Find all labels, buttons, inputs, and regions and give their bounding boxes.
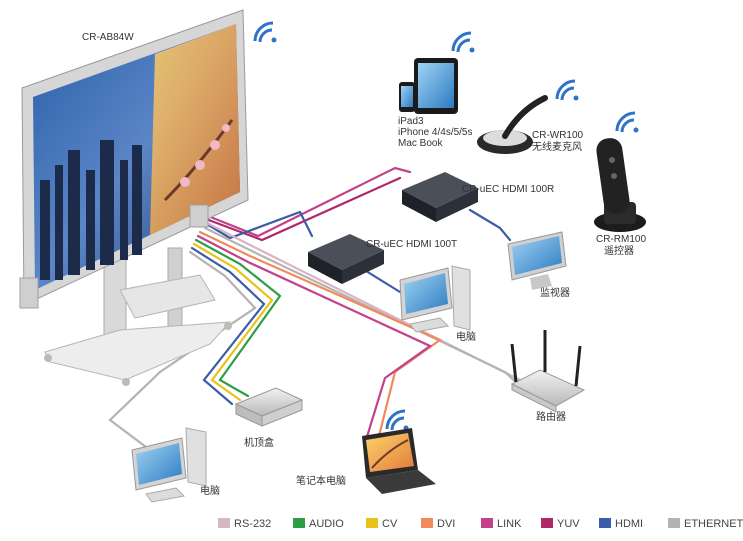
cable-dvi-laptop <box>198 230 443 442</box>
legend-label: AUDIO <box>309 518 344 530</box>
hdmi-receiver: CR-uEC HDMI 100R <box>402 172 554 222</box>
interactive-display: CR-AB84W <box>19 9 249 386</box>
pc-bottom: 电脑 <box>131 427 220 503</box>
cable-hdmi-transmitter <box>198 210 314 240</box>
legend-label: RS-232 <box>234 518 271 530</box>
skyline-image <box>40 140 142 280</box>
legend-item: AUDIO <box>293 518 344 530</box>
ipad-label-2: iPhone 4/4s/5/5s <box>398 127 473 138</box>
legend: RS-232 AUDIO CV DVI LINK YUV HDMI ETHERNET <box>218 518 743 530</box>
legend-item: RS-232 <box>218 518 271 530</box>
remote-control: CR-RM100 遥控器 <box>594 138 646 257</box>
laptop-device: 笔记本电脑 <box>296 428 436 494</box>
legend-swatch <box>541 518 553 528</box>
ipad-device: iPad3 iPhone 4/4s/5/5s Mac Book <box>398 58 473 149</box>
legend-label: HDMI <box>615 518 643 530</box>
remote-name-label: 遥控器 <box>604 244 634 257</box>
cable-link-receiver <box>196 166 412 238</box>
ipad-label-1: iPad3 <box>398 116 424 127</box>
legend-label: LINK <box>497 518 522 530</box>
legend-swatch <box>421 518 433 528</box>
receiver-label: CR-uEC HDMI 100R <box>462 184 554 195</box>
pc-middle-label: 电脑 <box>456 330 476 343</box>
cable-hdmi-monitor <box>468 208 512 242</box>
legend-item: ETHERNET <box>668 518 743 530</box>
wifi-icon <box>615 111 639 133</box>
cable-audio-settop <box>194 238 282 398</box>
router-device: 路由器 <box>510 330 586 423</box>
legend-swatch <box>293 518 305 528</box>
display-model-label: CR-AB84W <box>82 32 134 43</box>
cable-yuv-receiver <box>196 176 402 242</box>
laptop-label: 笔记本电脑 <box>296 474 346 487</box>
legend-label: DVI <box>437 518 455 530</box>
wifi-icon <box>253 21 277 43</box>
cable-hdmi-settop <box>190 246 266 406</box>
transmitter-label: CR-uEC HDMI 100T <box>366 239 457 250</box>
pc-bottom-label: 电脑 <box>200 484 220 497</box>
monitor-device: 监视器 <box>507 231 570 299</box>
legend-swatch <box>218 518 230 528</box>
wifi-icon <box>385 409 409 431</box>
legend-label: YUV <box>557 518 580 530</box>
settop-label: 机顶盒 <box>244 436 274 449</box>
legend-item: LINK <box>481 518 522 530</box>
cable-link-laptop <box>196 234 433 442</box>
mic-name-label: 无线麦克风 <box>532 140 582 153</box>
stand-base <box>44 321 232 381</box>
legend-swatch <box>481 518 493 528</box>
settop-box: 机顶盒 <box>234 387 304 449</box>
router-label: 路由器 <box>536 410 566 423</box>
legend-swatch <box>599 518 611 528</box>
wifi-icon <box>451 31 475 53</box>
stand-shelf <box>119 274 216 319</box>
legend-swatch <box>668 518 680 528</box>
legend-item: HDMI <box>599 518 643 530</box>
legend-label: CV <box>382 518 398 530</box>
pc-middle: 电脑 <box>399 265 476 343</box>
wireless-mic: CR-WR100 无线麦克风 <box>477 95 584 154</box>
legend-swatch <box>366 518 378 528</box>
legend-label: ETHERNET <box>684 518 743 530</box>
mic-model-label: CR-WR100 <box>532 130 584 141</box>
cable-cv-settop <box>192 242 274 402</box>
monitor-label: 监视器 <box>540 286 570 299</box>
wifi-icon <box>555 79 579 101</box>
legend-item: DVI <box>421 518 455 530</box>
hdmi-transmitter: CR-uEC HDMI 100T <box>308 234 457 284</box>
legend-item: CV <box>366 518 398 530</box>
remote-model-label: CR-RM100 <box>596 234 646 245</box>
legend-item: YUV <box>541 518 580 530</box>
ipad-label-3: Mac Book <box>398 138 443 149</box>
